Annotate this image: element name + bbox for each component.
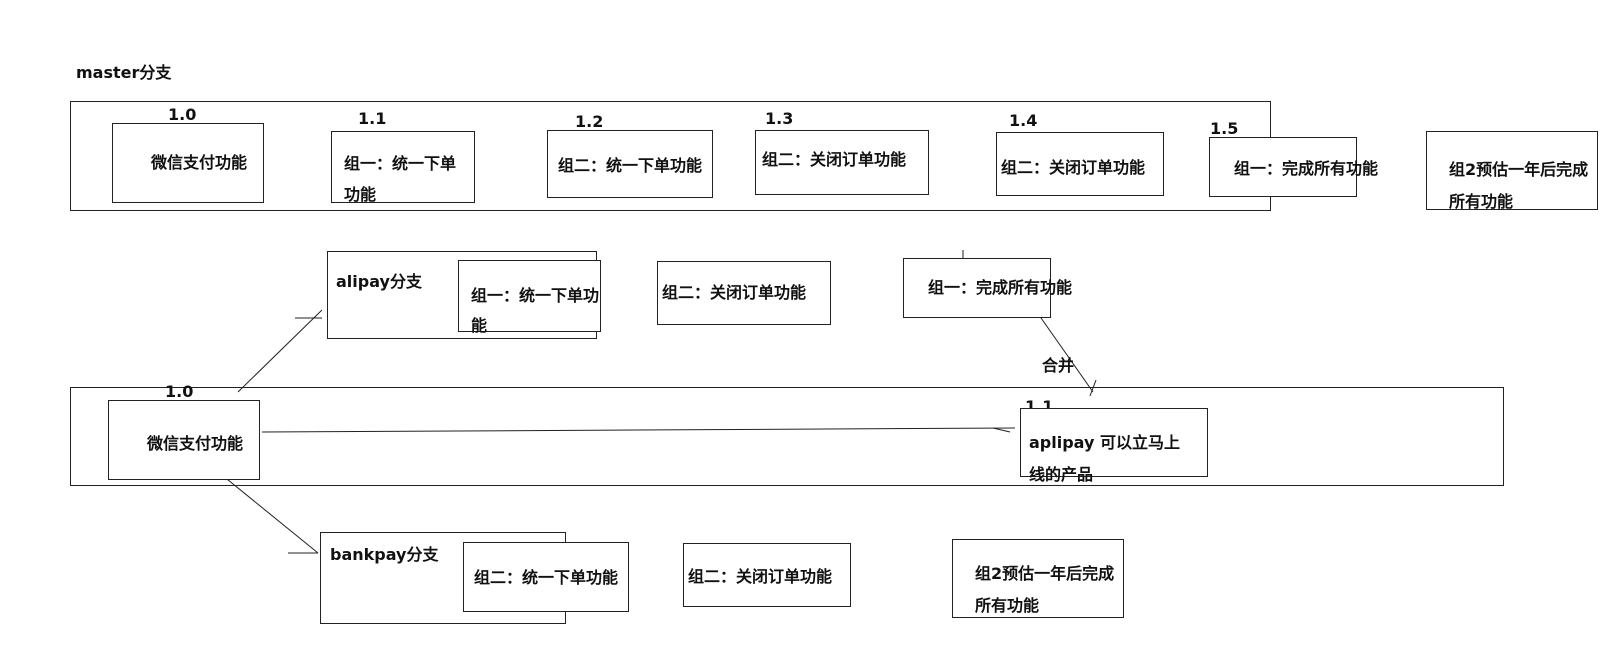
version-label: 1.0 [168, 105, 197, 124]
alipay-box: 组二：关闭订单功能 [657, 261, 831, 325]
merge-label: 合并 [1042, 356, 1075, 375]
alipay-box: 组一：完成所有功能 [903, 258, 1072, 318]
box-text: 组一：统一下单功能 [471, 286, 600, 335]
master-box: 组一：统一下单功能 [331, 131, 475, 204]
master-box: 组二：关闭订单功能 [996, 132, 1164, 196]
alipay-box: 组一：统一下单功能 [458, 260, 601, 335]
middle-start-box: 微信支付功能 [108, 400, 260, 480]
box-text: 组2预估一年后完成所有功能 [1449, 160, 1589, 211]
bankpay-box: 组二：统一下单功能 [463, 542, 629, 612]
bankpay-box: 组2预估一年后完成所有功能 [952, 539, 1124, 618]
box-text: 组二：统一下单功能 [558, 156, 703, 175]
master-box: 组一：完成所有功能 [1209, 137, 1378, 197]
box-text: 组二：关闭订单功能 [688, 567, 833, 586]
box-text: 组一：统一下单功能 [344, 154, 457, 204]
master-box: 组二：统一下单功能 [547, 130, 713, 198]
master-box: 组二：关闭订单功能 [755, 130, 929, 195]
middle-line-frame [70, 387, 1504, 486]
box-text: aplipay 可以立马上线的产品 [1029, 433, 1180, 484]
bankpay-branch-label: bankpay分支 [330, 545, 439, 564]
merge-tick [1089, 379, 1097, 397]
branch-line-bankpay [221, 474, 319, 554]
master-branch-title: master分支 [76, 63, 172, 82]
master-outside-box: 组2预估一年后完成所有功能 [1426, 131, 1598, 211]
box-text: 组二：关闭订单功能 [1001, 158, 1146, 177]
box-text: 组2预估一年后完成所有功能 [975, 564, 1115, 615]
box-text: 组二：关闭订单功能 [662, 283, 807, 302]
version-label: 1.1 [358, 109, 387, 128]
box-text: 组二：关闭订单功能 [762, 150, 907, 169]
version-label: 1.4 [1009, 111, 1038, 130]
alipay-branch-label: alipay分支 [336, 272, 422, 291]
box-text: 微信支付功能 [151, 153, 248, 172]
version-label: 1.3 [765, 109, 794, 128]
main-line-middle [261, 427, 1016, 433]
box-text: 微信支付功能 [147, 434, 244, 453]
version-label: 1.0 [165, 382, 194, 401]
middle-end-box: aplipay 可以立马上线的产品 [1020, 408, 1208, 484]
box-text: 组一：完成所有功能 [1234, 159, 1379, 178]
bankpay-box: 组二：关闭订单功能 [683, 543, 851, 607]
version-label: 1.5 [1210, 119, 1239, 138]
branch-line-alipay [237, 309, 323, 393]
box-text: 组一：完成所有功能 [928, 278, 1073, 297]
version-label: 1.2 [575, 112, 604, 131]
master-box: 微信支付功能 [112, 123, 264, 203]
box-text: 组二：统一下单功能 [474, 568, 619, 587]
arrow-tick [992, 427, 1011, 433]
